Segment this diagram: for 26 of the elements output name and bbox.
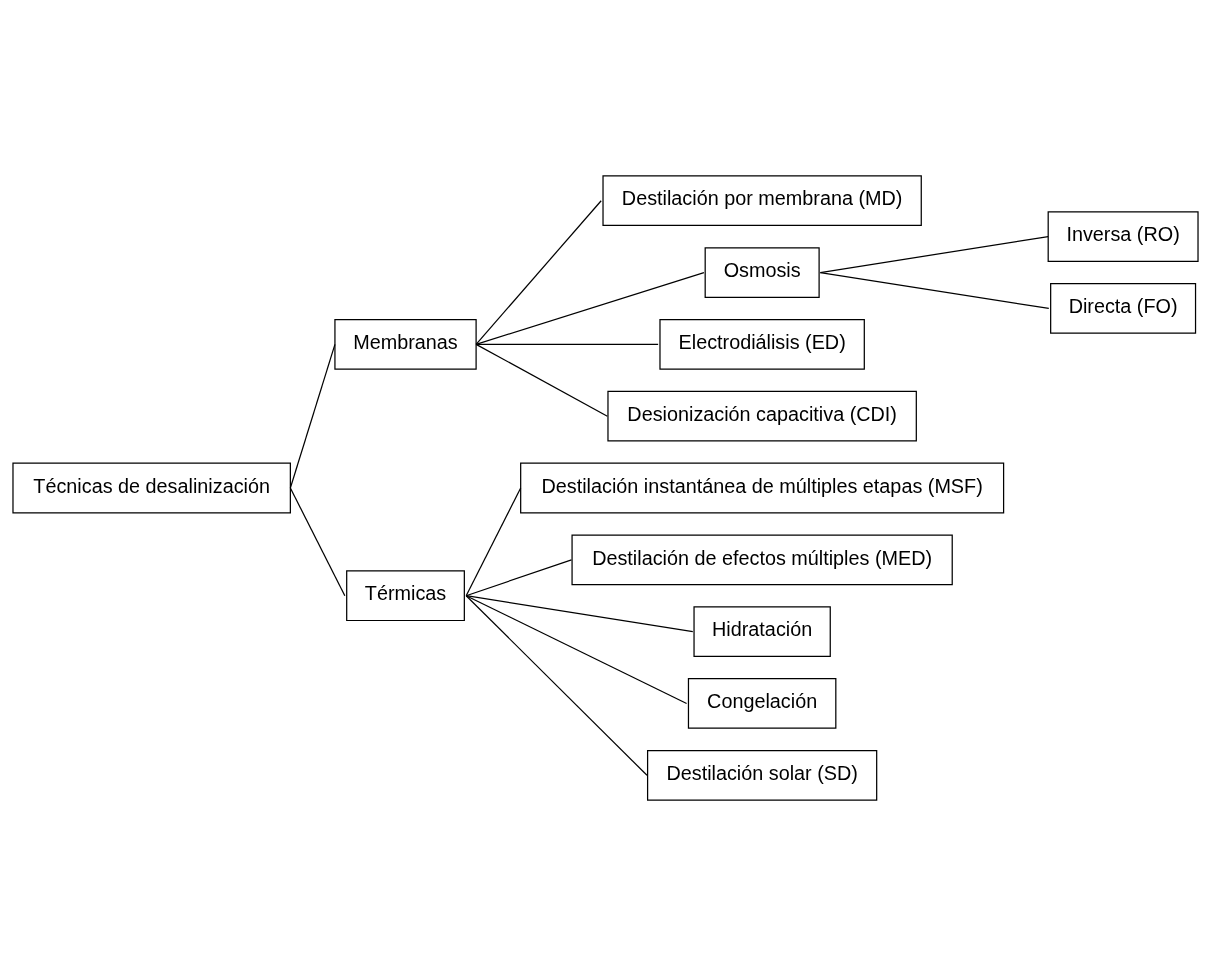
node-box: Membranas [334, 318, 477, 370]
connector [465, 487, 522, 597]
node-box: Técnicas de desalinización [12, 462, 291, 514]
node-box: Osmosis [704, 247, 820, 298]
connector [465, 559, 573, 597]
node-box: Congelación [687, 678, 837, 729]
connector [475, 343, 659, 345]
node-box: Destilación de efectos múltiples (MED) [571, 534, 953, 586]
connector [475, 343, 608, 417]
connector [465, 595, 688, 705]
node-box: Directa (FO) [1050, 283, 1197, 334]
connector [465, 595, 648, 776]
connector [289, 487, 346, 597]
connector [475, 200, 602, 345]
connector [819, 271, 1050, 310]
connector [475, 271, 705, 345]
node-box: Destilación instantánea de múltiples etapas (MSF) [520, 462, 1005, 514]
connector [465, 595, 694, 633]
node-box: Hidratación [693, 606, 831, 658]
node-box: Térmicas [346, 570, 465, 622]
node-box: Destilación solar (SD) [647, 749, 878, 801]
connector [289, 343, 336, 489]
node-box: Electrodiálisis (ED) [659, 318, 865, 370]
node-box: Destilación por membrana (MD) [602, 175, 922, 227]
node-box: Inversa (RO) [1047, 211, 1199, 262]
node-box: Desionización capacitiva (CDI) [607, 390, 917, 442]
